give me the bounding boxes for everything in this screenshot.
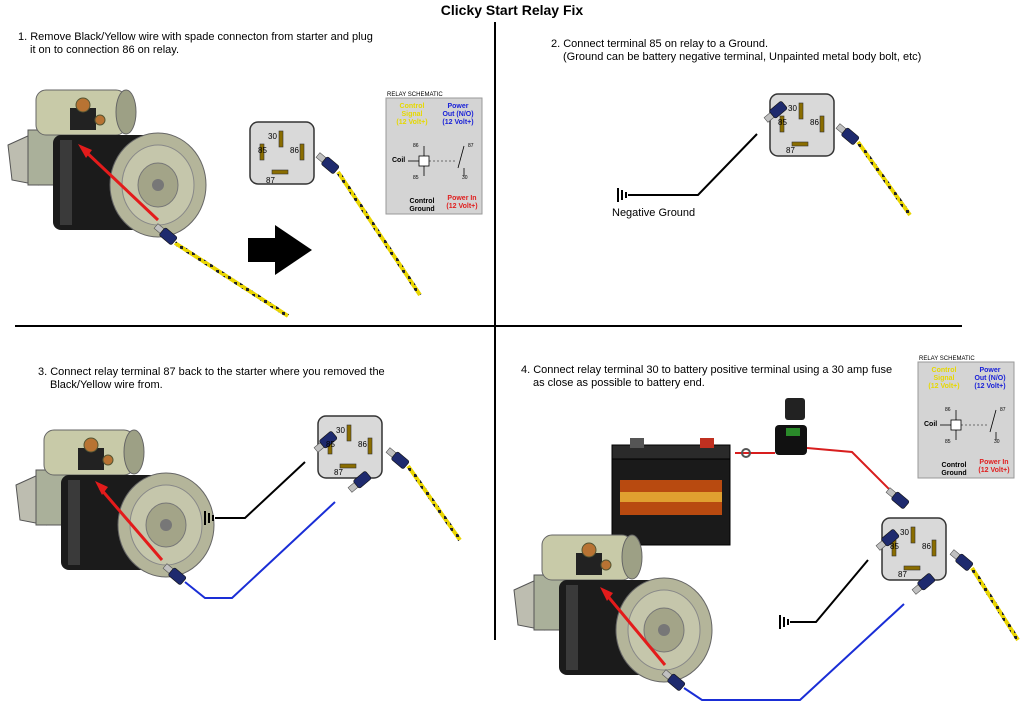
step-1-text: 1. Remove Black/Yellow wire with spade c… [18, 31, 378, 57]
ground-symbol-icon [617, 187, 627, 203]
relay-terminal-87: 87 [898, 570, 907, 579]
step-3-line-1: 3. Connect relay terminal 87 back to the… [38, 366, 385, 378]
fuse-holder-icon [775, 398, 807, 455]
ground-wire [628, 133, 758, 196]
step-2-line-1: 2. Connect terminal 85 on relay to a Gro… [551, 38, 769, 50]
step-2-line-2: (Ground can be battery negative terminal… [563, 51, 922, 63]
relay-terminal-85: 85 [778, 118, 787, 127]
step-4-text: 4. Connect relay terminal 30 to battery … [521, 364, 911, 390]
relay-terminal-85: 85 [326, 440, 335, 449]
schematic-pin-30: 30 [994, 439, 1000, 445]
step-4-line-2: as close as possible to battery end. [533, 377, 705, 389]
relay-terminal-30: 30 [336, 426, 345, 435]
relay-terminal-30: 30 [268, 132, 277, 141]
schematic-pin-86: 86 [945, 407, 951, 413]
schematic-pin-87: 87 [468, 143, 474, 149]
schematic-power-in: Power In(12 Volt+) [978, 459, 1010, 474]
schematic-coil-label: Coil [392, 157, 406, 164]
step-3-line-2: Black/Yellow wire from. [50, 379, 163, 391]
schematic-title: RELAY SCHEMATIC [387, 92, 443, 98]
relay-terminal-86: 86 [810, 118, 819, 127]
relay-terminal-87: 87 [266, 176, 275, 185]
blue-wire [184, 501, 336, 599]
red-wire [806, 447, 891, 491]
schematic-pin-30: 30 [462, 175, 468, 181]
step-3-text: 3. Connect relay terminal 87 back to the… [38, 366, 398, 392]
relay-terminal-86: 86 [922, 542, 931, 551]
yellow-wire [173, 241, 290, 318]
relay-terminal-30: 30 [900, 528, 909, 537]
step-4-line-1: 4. Connect relay terminal 30 to battery … [521, 364, 893, 376]
schematic-power-in: Power In(12 Volt+) [446, 195, 478, 210]
relay-terminal-86: 86 [358, 440, 367, 449]
schematic-pin-85: 85 [945, 439, 951, 445]
step-1-line-1: 1. Remove Black/Yellow wire with spade c… [18, 31, 373, 43]
schematic-pin-87: 87 [1000, 407, 1006, 413]
step-2-text: 2. Connect terminal 85 on relay to a Gro… [551, 38, 971, 64]
starter-pointer-arrow [82, 148, 160, 222]
relay-terminal-87: 87 [786, 146, 795, 155]
schematic-pin-85: 85 [413, 175, 419, 181]
battery-icon [611, 438, 731, 546]
negative-ground-label: Negative Ground [612, 207, 696, 219]
diagram-title: Clicky Start Relay Fix [440, 2, 584, 18]
starter-motor-icon [7, 89, 207, 238]
schematic-title: RELAY SCHEMATIC [919, 356, 975, 362]
starter-motor-icon [513, 534, 713, 683]
relay-terminal-87: 87 [334, 468, 343, 477]
relay-terminal-85: 85 [890, 542, 899, 551]
relay-terminal-85: 85 [258, 146, 267, 155]
schematic-coil-label: Coil [924, 421, 938, 428]
arrow-right-icon [248, 225, 312, 275]
schematic-pin-86: 86 [413, 143, 419, 149]
relay-terminal-30: 30 [788, 104, 797, 113]
step-1-line-2: it on to connection 86 on relay. [30, 44, 180, 56]
relay-terminal-86: 86 [290, 146, 299, 155]
ground-symbol-icon [779, 614, 789, 630]
